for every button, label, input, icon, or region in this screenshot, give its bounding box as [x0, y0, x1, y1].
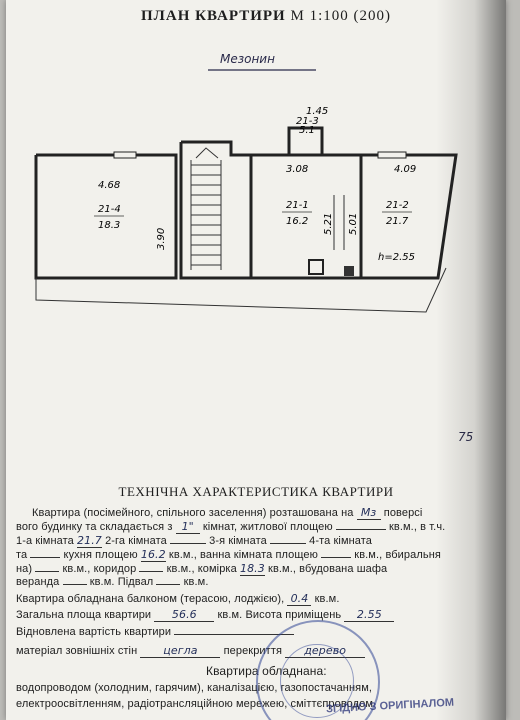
- document-page: ПЛАН КВАРТИРИ М 1:100 (200) Мезонин: [6, 0, 506, 720]
- dim-21-3: 21-3: [296, 116, 319, 127]
- dim-3-08: 3.08: [286, 164, 308, 175]
- side-mark: 75: [458, 430, 474, 444]
- room-21-4-walls: [34, 153, 178, 280]
- room-21-1-code: 21-1: [286, 200, 309, 211]
- tech-line-4: та кухня площею 16.2 кв.м., ванна кімнат…: [16, 548, 441, 562]
- room-21-4-code: 21-4: [98, 204, 121, 215]
- window-1: [113, 151, 137, 159]
- dim-5-1: 5.1: [299, 125, 315, 136]
- plan-title: ПЛАН КВАРТИРИ М 1:100 (200): [6, 8, 506, 25]
- tech-line-6: веранда кв.м. Підвал кв.м.: [16, 576, 209, 588]
- dim-3-90: 3.90: [156, 228, 167, 250]
- tech-line-3: 1-а кімната 21.7 2-га кімната 3-я кімнат…: [16, 534, 373, 548]
- room-21-1-walls: [251, 153, 363, 280]
- window-2: [377, 151, 407, 159]
- outline-line: [35, 267, 447, 313]
- tech-line-2: вого будинку та складається з 1" кімнат,…: [16, 520, 446, 534]
- chimney: [344, 266, 354, 276]
- tech-line-1: Квартира (посімейного, спільного заселен…: [32, 506, 423, 520]
- plan-title-text: ПЛАН КВАРТИРИ: [141, 8, 286, 24]
- room-21-4-area: 18.3: [98, 220, 120, 231]
- room-21-1-area: 16.2: [286, 216, 308, 227]
- official-stamp: [256, 620, 380, 720]
- stamp-inner-ring: [280, 644, 354, 718]
- tech-line-7: Квартира обладнана балконом (терасою, ло…: [16, 592, 340, 606]
- stove-box: [308, 259, 324, 275]
- dim-1-45: 1.45: [306, 106, 328, 117]
- dim-5-21: 5.21: [323, 213, 334, 235]
- tech-line-5: на) кв.м., коридор кв.м., комірка 18.3 к…: [16, 562, 388, 576]
- room-21-2-code: 21-2: [386, 200, 409, 211]
- dim-4-68: 4.68: [98, 180, 120, 191]
- dim-5-01: 5.01: [348, 213, 359, 235]
- plan-scale: М 1:100 (200): [290, 8, 391, 24]
- room-height-label: h=2.55: [378, 252, 415, 263]
- room-21-2-area: 21.7: [386, 216, 409, 227]
- floor-plan-drawing: 1.45 21-3 5.1 3.08 4.09 4.68 3.90 5.21 5…: [34, 106, 458, 313]
- tech-line-9: Відновлена вартість квартири: [16, 626, 295, 638]
- tech-title: ТЕХНІЧНА ХАРАКТЕРИСТИКА КВАРТИРИ: [118, 484, 394, 499]
- floor-name: Мезонин: [220, 52, 275, 66]
- balcony-walls: [287, 126, 324, 155]
- tech-line-8: Загальна площа квартири 56.6 кв.м. Висот…: [16, 608, 395, 622]
- dim-4-09: 4.09: [394, 164, 416, 175]
- floor-name-underline: [208, 69, 316, 71]
